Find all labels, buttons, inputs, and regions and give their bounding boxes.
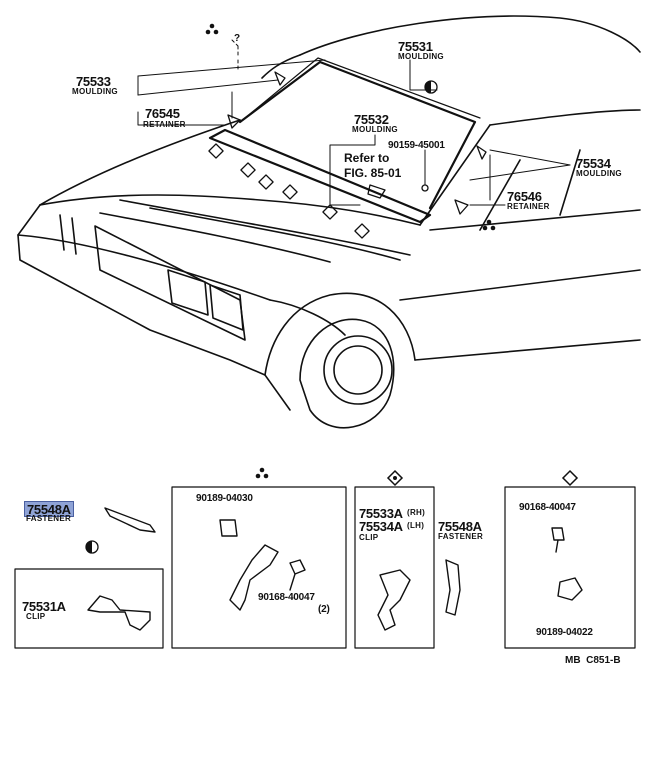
part-number-75534a: 75534A <box>359 519 403 534</box>
part-quantity: (2) <box>318 604 330 615</box>
part-number-76546: 76546 <box>507 189 542 204</box>
windshield-mouldings <box>208 57 481 224</box>
tag-lh: (LH) <box>407 521 425 530</box>
part-boxes <box>14 486 636 649</box>
part-number-75533a: 75533A <box>359 506 403 521</box>
part-name-clip-75531a: CLIP <box>26 612 46 621</box>
part-name-fastener: FASTENER <box>26 514 72 523</box>
clip-marks <box>208 71 487 239</box>
tag-rh: (RH) <box>407 508 426 517</box>
figure-code: MB C851-B <box>565 655 621 666</box>
part-number-75548a-2: 75548A <box>438 519 482 534</box>
part-name-75534: MOULDING <box>576 169 622 178</box>
part-number-90189-04022: 90189-04022 <box>536 627 593 638</box>
part-number-75532: 75532 <box>354 112 389 127</box>
part-name-clip: CLIP <box>359 533 379 542</box>
part-number-75548a[interactable]: 75548A <box>24 501 74 517</box>
part-number-75531: 75531 <box>398 39 433 54</box>
part-name-75531: MOULDING <box>398 52 444 61</box>
part-name-75533: MOULDING <box>72 87 118 96</box>
part-drawings <box>87 507 583 631</box>
part-number-76545: 76545 <box>145 106 180 121</box>
part-number-75531a: 75531A <box>22 599 66 614</box>
reference-line1: Refer to <box>344 151 390 165</box>
part-name-fastener-2: FASTENER <box>438 532 484 541</box>
reference-line2: FIG. 85-01 <box>344 166 402 180</box>
part-name-76545: RETAINER <box>143 120 186 129</box>
part-number-90168-40047-a: 90168-40047 <box>258 592 315 603</box>
part-name-75532: MOULDING <box>352 125 398 134</box>
part-name-76546: RETAINER <box>507 202 550 211</box>
part-number-90189-04030: 90189-04030 <box>196 493 253 504</box>
part-number-90168-40047-b: 90168-40047 <box>519 502 576 513</box>
part-number-90159-45001: 90159-45001 <box>388 140 445 151</box>
part-number-75534: 75534 <box>576 156 611 171</box>
car-body-outline <box>17 15 641 429</box>
part-number-75533: 75533 <box>76 74 111 89</box>
question-mark: ? <box>234 33 241 44</box>
symbols <box>85 23 579 554</box>
